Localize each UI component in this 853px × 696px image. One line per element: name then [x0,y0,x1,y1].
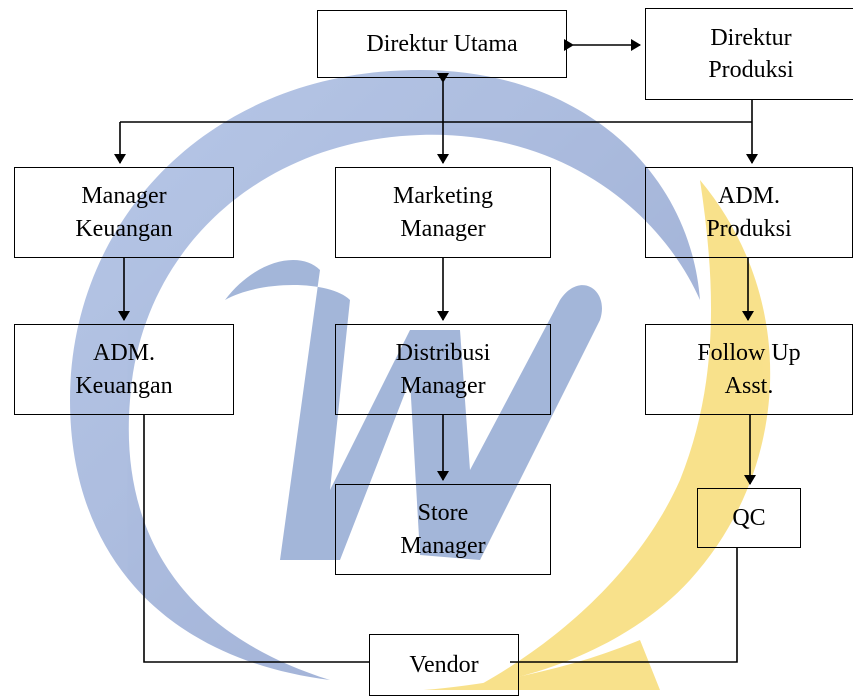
node-label: Direktur Utama [366,30,518,57]
node-store-manager: Store Manager [335,484,551,575]
node-label: Follow Up Asst. [697,340,801,399]
node-qc: QC [697,488,801,548]
node-label: Marketing Manager [393,183,493,242]
node-distribusi-manager: Distribusi Manager [335,324,551,415]
node-label: Distribusi Manager [395,340,491,399]
node-direktur-utama: Direktur Utama [317,10,567,78]
node-marketing-manager: Marketing Manager [335,167,551,258]
watermark-w-shape [225,260,602,560]
node-direktur-produksi: Direktur Produksi [645,8,853,100]
node-label: ADM. Produksi [706,183,792,242]
watermark-yellow-swoosh [480,180,771,685]
line-qc-vendor [510,548,738,663]
node-label: QC [732,504,766,531]
node-adm-produksi: ADM. Produksi [645,167,853,258]
node-vendor: Vendor [369,634,519,696]
node-label: ADM. Keuangan [75,340,173,399]
watermark-yellow-base [250,640,660,690]
node-adm-keuangan: ADM. Keuangan [14,324,234,415]
node-follow-up-asst: Follow Up Asst. [645,324,853,415]
node-manager-keuangan: Manager Keuangan [14,167,234,258]
node-label: Direktur Produksi [708,24,794,83]
node-label: Store Manager [400,500,486,559]
node-label: Manager Keuangan [75,183,173,242]
line-adm-keuangan-vendor [143,415,369,663]
node-label: Vendor [409,651,479,678]
